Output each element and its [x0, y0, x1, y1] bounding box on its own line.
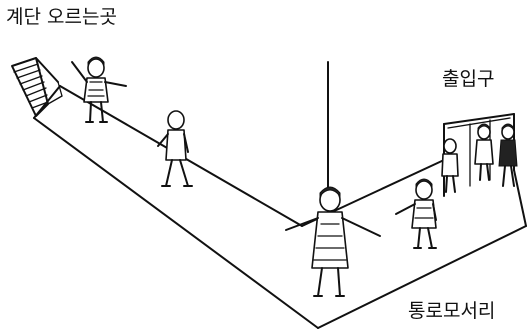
- entrance-figure-left: [441, 138, 459, 193]
- entrance-figure-middle: [474, 123, 494, 181]
- stairs: [11, 57, 63, 117]
- right-corridor-end: [513, 169, 527, 227]
- guide-figure-stairs: [71, 56, 127, 123]
- corridor-corner-label: 통로모서리: [408, 300, 496, 322]
- guide-figure-corner: [285, 186, 381, 297]
- entrance-label: 출입구: [442, 68, 495, 90]
- left-corridor-front-edge: [33, 117, 319, 329]
- right-corridor-front-edge: [317, 225, 527, 329]
- guide-figure-right: [395, 178, 437, 249]
- stairs-label: 계단 오르는곳: [6, 6, 117, 28]
- walking-figure: [157, 110, 193, 187]
- entrance-figure-right: [498, 123, 518, 187]
